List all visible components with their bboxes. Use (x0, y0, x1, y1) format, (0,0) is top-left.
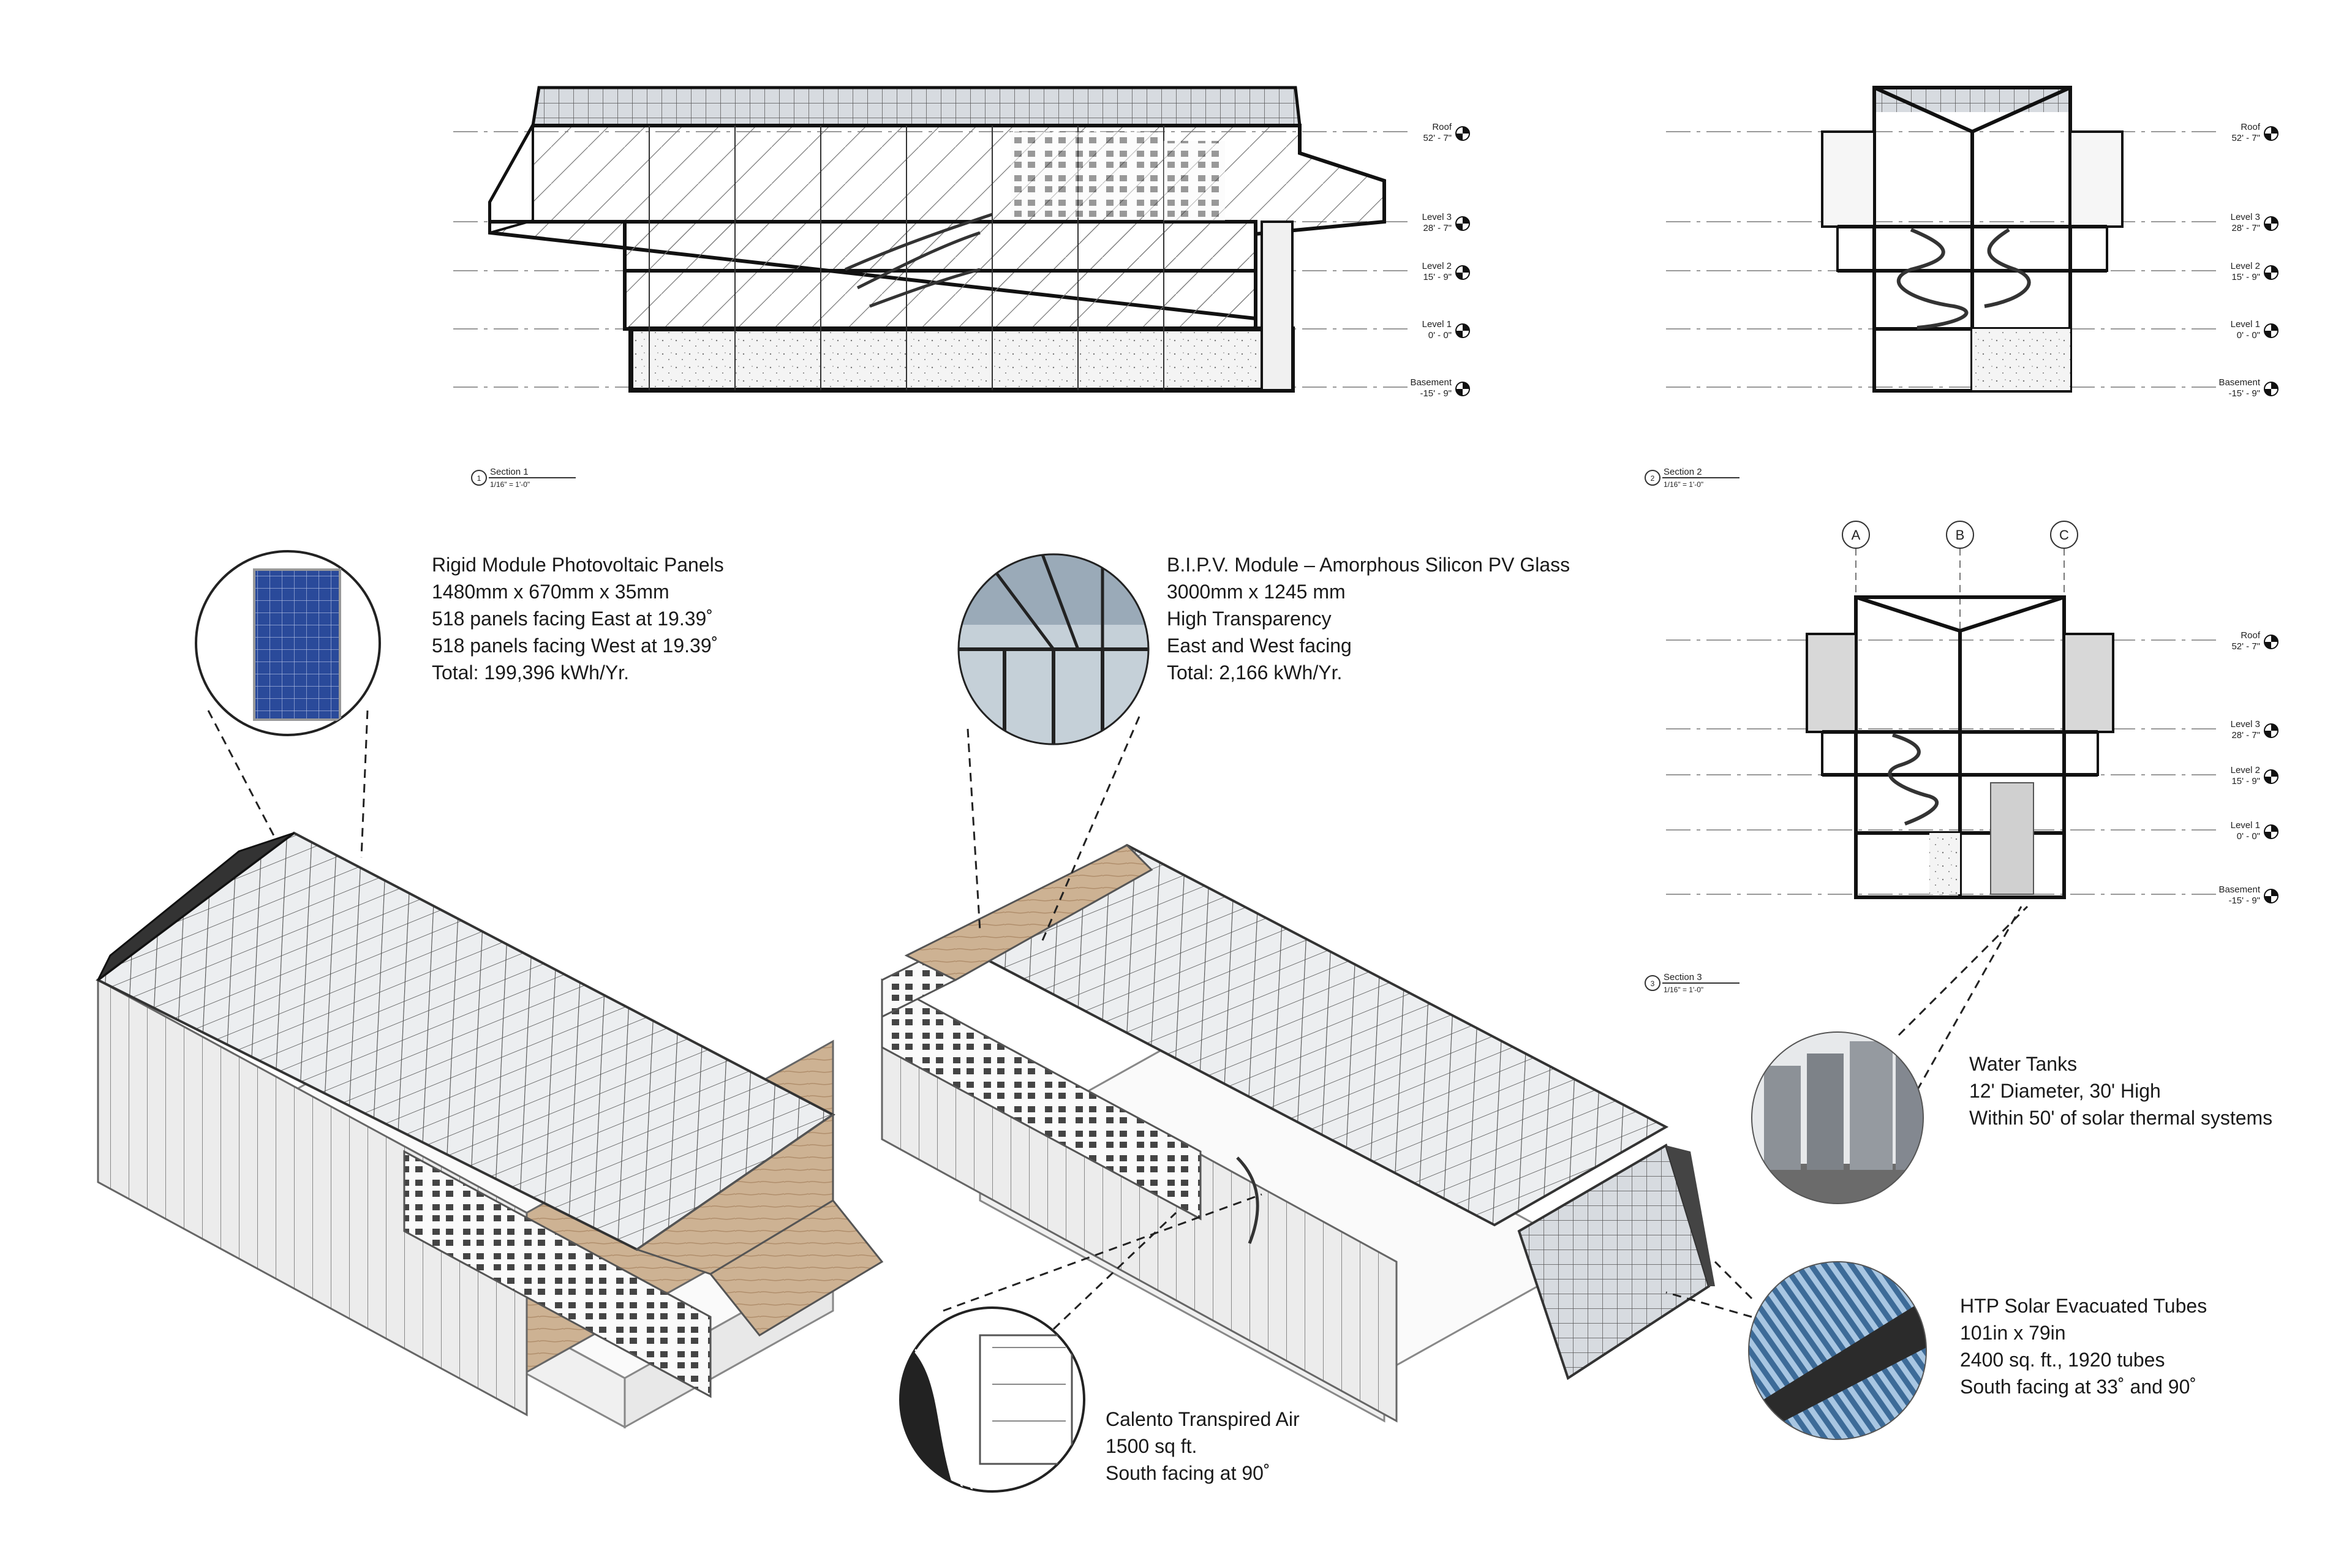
level-tag-elev: 15' - 9" (2231, 776, 2260, 786)
level-tag-elev: 0' - 0" (2237, 831, 2260, 842)
level-tag-name: Level 2 (2231, 261, 2260, 271)
level-tag-elev: 28' - 7" (2231, 223, 2260, 233)
level-tag-elev: 15' - 9" (2231, 272, 2260, 282)
level-tag-name: Basement (1410, 377, 1452, 388)
section-title: Section 2 (1664, 467, 1702, 477)
level-tag-elev: -15' - 9" (2228, 388, 2260, 399)
axon-center (881, 843, 1715, 1423)
section-scale: 1/16" = 1'-0" (490, 480, 530, 489)
level-tag-elev: -15' - 9" (1420, 388, 1452, 399)
level-tag-elev: -15' - 9" (2228, 895, 2260, 906)
water-tanks-image (1751, 1031, 1924, 1204)
section-number: 3 (1651, 979, 1655, 988)
callout-title: HTP Solar Evacuated Tubes (1960, 1295, 2207, 1317)
section-title: Section 1 (490, 467, 529, 477)
grid-label-a: A (1852, 527, 1861, 543)
level-tag-name: Roof (2241, 122, 2261, 132)
callout-line: 12' Diameter, 30' High (1969, 1080, 2161, 1102)
level-tag-elev: 0' - 0" (2237, 330, 2260, 341)
callout-line: 518 panels facing West at 19.39˚ (432, 635, 718, 657)
level-tag-elev: 28' - 7" (2231, 730, 2260, 741)
level-tag-name: Basement (2218, 884, 2260, 895)
grid-label-b: B (1956, 527, 1965, 543)
callout-line: 3000mm x 1245 mm (1167, 581, 1346, 603)
section-2-title: 2 Section 2 1/16" = 1'-0" (1645, 467, 1740, 489)
callout-line: 2400 sq. ft., 1920 tubes (1960, 1349, 2165, 1371)
section-2-levels: Roof 52' - 7" Level 3 28' - 7" Level 2 1… (2218, 122, 2278, 399)
callout-line: South facing at 33˚ and 90˚ (1960, 1376, 2197, 1398)
level-tag-name: Level 3 (1422, 212, 1452, 222)
level-tag-name: Level 3 (2231, 212, 2260, 222)
callout-pv-panels: Rigid Module Photovoltaic Panels 1480mm … (432, 551, 724, 686)
level-tag-elev: 15' - 9" (1423, 272, 1452, 282)
callout-title: B.I.P.V. Module – Amorphous Silicon PV G… (1167, 554, 1570, 576)
grid-label-c: C (2059, 527, 2069, 543)
section-3-title: 3 Section 3 1/16" = 1'-0" (1645, 972, 1740, 994)
level-tag-name: Roof (1432, 122, 1452, 132)
section-number: 1 (477, 474, 481, 483)
callout-line: East and West facing (1167, 635, 1352, 657)
callout-line: Total: 2,166 kWh/Yr. (1167, 662, 1343, 684)
callout-line: High Transparency (1167, 608, 1332, 630)
pv-panel-image (195, 550, 381, 736)
callout-line: 1500 sq ft. (1106, 1435, 1197, 1457)
level-tag-elev: 52' - 7" (1423, 133, 1452, 143)
section-1-levels: Roof 52' - 7" Level 3 28' - 7" Level 2 1… (1410, 122, 1470, 399)
callout-line: 518 panels facing East at 19.39˚ (432, 608, 713, 630)
callout-line: Within 50' of solar thermal systems (1969, 1107, 2273, 1129)
level-tag-name: Level 2 (2231, 765, 2260, 775)
section-3-drawing (1666, 521, 2217, 900)
callout-line: 101in x 79in (1960, 1322, 2066, 1344)
callout-evacuated-tubes: HTP Solar Evacuated Tubes 101in x 79in 2… (1960, 1292, 2207, 1400)
section-title: Section 3 (1664, 972, 1702, 982)
callout-water-tanks: Water Tanks 12' Diameter, 30' High Withi… (1969, 1050, 2272, 1131)
callout-transpired-air: Calento Transpired Air 1500 sq ft. South… (1106, 1406, 1300, 1487)
callout-line: Total: 199,396 kWh/Yr. (432, 662, 629, 684)
callout-line: 1480mm x 670mm x 35mm (432, 581, 669, 603)
section-number: 2 (1651, 474, 1655, 483)
level-tag-elev: 0' - 0" (1428, 330, 1452, 341)
callout-title: Water Tanks (1969, 1053, 2078, 1075)
callout-title: Calento Transpired Air (1106, 1408, 1300, 1430)
section-1-title: 1 Section 1 1/16" = 1'-0" (471, 467, 576, 489)
leader-lines (207, 710, 2029, 1330)
level-tag-name: Level 1 (2231, 820, 2260, 831)
section-scale: 1/16" = 1'-0" (1664, 986, 1703, 994)
level-tag-elev: 52' - 7" (2231, 641, 2260, 652)
axon-left (96, 831, 884, 1429)
level-tag-name: Level 1 (1422, 319, 1452, 330)
level-tag-name: Level 1 (2231, 319, 2260, 330)
section-1-drawing (453, 86, 1409, 393)
level-tag-elev: 52' - 7" (2231, 133, 2260, 143)
section-scale: 1/16" = 1'-0" (1664, 480, 1703, 489)
level-tag-elev: 28' - 7" (1423, 223, 1452, 233)
callout-line: South facing at 90˚ (1106, 1462, 1270, 1484)
section-3-levels: Roof 52' - 7" Level 3 28' - 7" Level 2 1… (2218, 630, 2278, 906)
level-tag-name: Roof (2241, 630, 2261, 641)
evacuated-tubes-image (1748, 1261, 1927, 1440)
section-2-drawing (1666, 86, 2217, 393)
callout-title: Rigid Module Photovoltaic Panels (432, 554, 724, 576)
level-tag-name: Level 3 (2231, 719, 2260, 729)
callout-bipv: B.I.P.V. Module – Amorphous Silicon PV G… (1167, 551, 1570, 686)
level-tag-name: Basement (2218, 377, 2260, 388)
level-tag-name: Level 2 (1422, 261, 1452, 271)
